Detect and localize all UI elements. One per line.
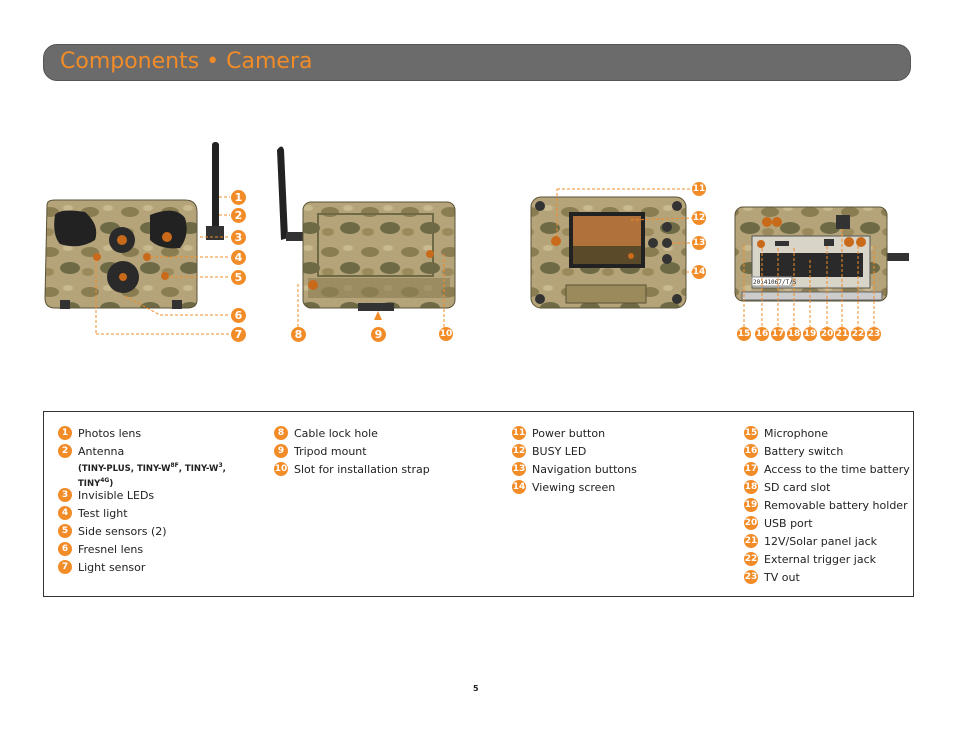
callout-9: 9 xyxy=(371,327,386,342)
camera-inside-view: 20141067/T/S xyxy=(734,206,909,302)
page-title-bar: Components • Camera xyxy=(43,44,911,81)
callout-20: 20 xyxy=(820,327,834,341)
callout-5: 5 xyxy=(231,270,246,285)
callout-19: 19 xyxy=(803,327,817,341)
callout-18: 18 xyxy=(787,327,801,341)
callout-3: 3 xyxy=(231,230,246,245)
page-number: 5 xyxy=(473,684,479,693)
callout-1: 1 xyxy=(231,190,246,205)
camera-screen-view xyxy=(530,196,687,309)
callout-12: 12 xyxy=(692,211,706,225)
callout-7: 7 xyxy=(231,327,246,342)
camera-front-view xyxy=(44,142,224,309)
tripod-arrow xyxy=(374,311,382,320)
callout-10: 10 xyxy=(439,327,453,341)
callout-2: 2 xyxy=(231,208,246,223)
callout-16: 16 xyxy=(755,327,769,341)
page-title: Components • Camera xyxy=(60,49,313,74)
camera-back-view xyxy=(277,146,456,311)
callout-11: 11 xyxy=(692,182,706,196)
callout-15: 15 xyxy=(737,327,751,341)
serial-label: 20141067/T/S xyxy=(753,279,797,286)
callout-8: 8 xyxy=(291,327,306,342)
leader-lines xyxy=(95,188,875,335)
callout-22: 22 xyxy=(851,327,865,341)
callout-17: 17 xyxy=(771,327,785,341)
callout-13: 13 xyxy=(692,236,706,250)
callout-4: 4 xyxy=(231,250,246,265)
callout-21: 21 xyxy=(835,327,849,341)
callout-6: 6 xyxy=(231,308,246,323)
camera-diagram: 20141067/T/S xyxy=(44,142,909,335)
callout-23: 23 xyxy=(867,327,881,341)
antenna-models: (TINY-PLUS, TINY-W8F, TINY-W3, TINY4G) xyxy=(78,462,226,489)
callout-14: 14 xyxy=(692,265,706,279)
